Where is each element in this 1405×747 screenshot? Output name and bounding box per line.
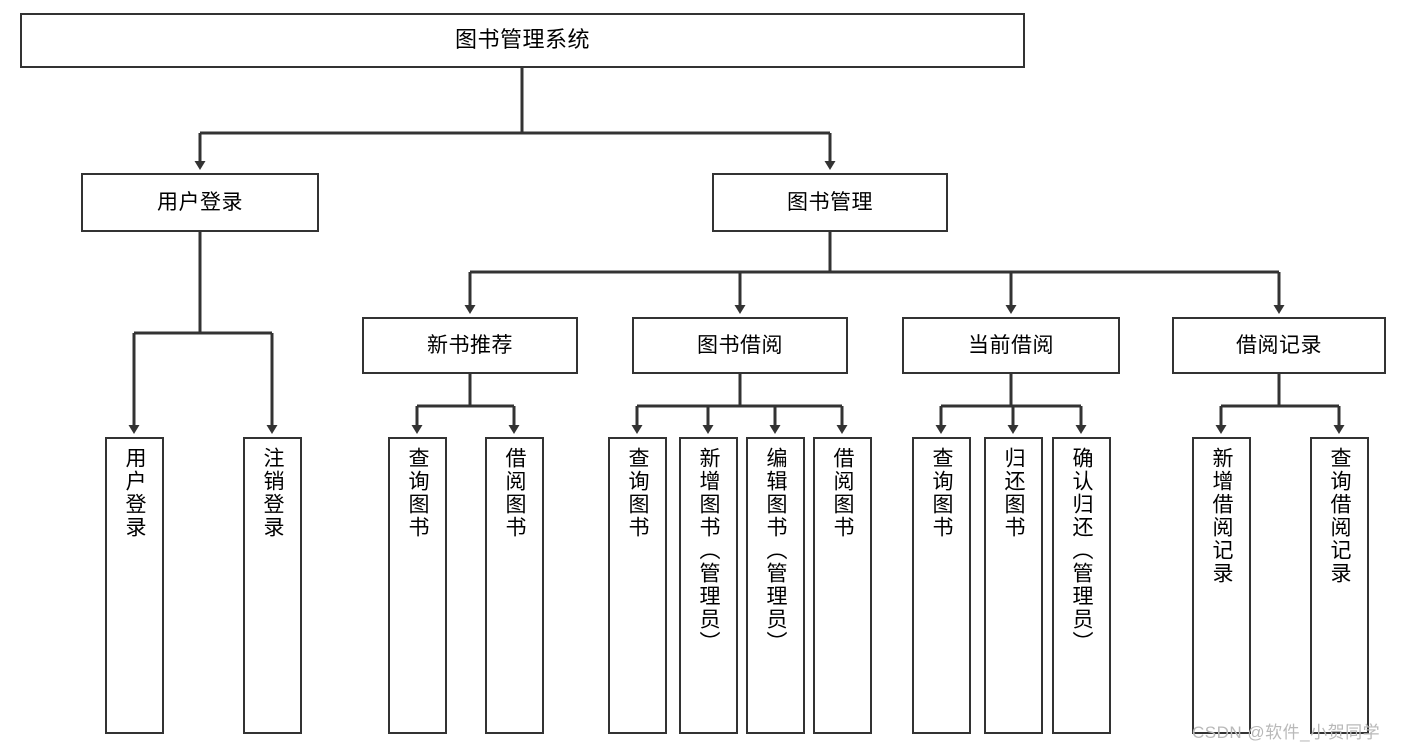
csdn-watermark: CSDN @软件_小贺同学 [1192,723,1381,742]
node-leaf-edit-book[interactable]: 编辑图书（管理员） [746,437,805,734]
node-leaf-add-record-label: 新增借阅记录 [1210,447,1234,585]
node-leaf-query-book-1[interactable]: 查询图书 [388,437,447,734]
node-leaf-add-record[interactable]: 新增借阅记录 [1192,437,1251,734]
node-leaf-confirm-return[interactable]: 确认归还（管理员） [1052,437,1111,734]
node-book-manage[interactable]: 图书管理 [712,173,948,232]
node-borrow-record-label: 借阅记录 [1236,333,1322,357]
node-leaf-query-book-3[interactable]: 查询图书 [912,437,971,734]
node-leaf-query-book-2-label: 查询图书 [626,447,650,539]
node-leaf-query-record[interactable]: 查询借阅记录 [1310,437,1369,734]
node-leaf-return-book-label: 归还图书 [1002,447,1026,539]
node-leaf-return-book[interactable]: 归还图书 [984,437,1043,734]
node-leaf-borrow-book-1[interactable]: 借阅图书 [485,437,544,734]
edge-bookborrow-to-leaves [631,374,848,434]
node-current-borrow-label: 当前借阅 [968,333,1054,357]
edge-newbook-to-leaves [411,374,520,434]
node-leaf-add-book-label: 新增图书（管理员） [697,447,721,654]
edge-userlogin-to-leaves [128,232,278,434]
node-new-book-recommend-label: 新书推荐 [427,333,513,357]
node-leaf-logout[interactable]: 注销登录 [243,437,302,734]
node-leaf-user-login-label: 用户登录 [123,447,147,539]
node-user-login[interactable]: 用户登录 [81,173,319,232]
node-leaf-query-book-1-label: 查询图书 [406,447,430,539]
node-leaf-query-book-2[interactable]: 查询图书 [608,437,667,734]
node-leaf-user-login[interactable]: 用户登录 [105,437,164,734]
node-root-label: 图书管理系统 [454,27,590,53]
node-borrow-record[interactable]: 借阅记录 [1172,317,1386,374]
node-book-borrow[interactable]: 图书借阅 [632,317,848,374]
node-leaf-query-book-3-label: 查询图书 [930,447,954,539]
node-leaf-borrow-book-1-label: 借阅图书 [503,447,527,539]
node-leaf-logout-label: 注销登录 [261,447,285,539]
edge-borrowrecord-to-leaves [1215,374,1345,434]
edge-bookmanage-to-level3 [464,232,1285,314]
edge-currentborrow-to-leaves [935,374,1087,434]
node-leaf-query-record-label: 查询借阅记录 [1328,447,1352,585]
node-leaf-borrow-book-2[interactable]: 借阅图书 [813,437,872,734]
node-current-borrow[interactable]: 当前借阅 [902,317,1120,374]
node-book-manage-label: 图书管理 [787,190,873,214]
node-leaf-borrow-book-2-label: 借阅图书 [831,447,855,539]
node-user-login-label: 用户登录 [157,190,243,214]
edge-root-to-level2 [194,68,836,170]
node-leaf-edit-book-label: 编辑图书（管理员） [764,447,788,654]
node-root[interactable]: 图书管理系统 [20,13,1025,68]
node-leaf-confirm-return-label: 确认归还（管理员） [1070,447,1094,654]
node-book-borrow-label: 图书借阅 [697,333,783,357]
node-leaf-add-book[interactable]: 新增图书（管理员） [679,437,738,734]
node-new-book-recommend[interactable]: 新书推荐 [362,317,578,374]
